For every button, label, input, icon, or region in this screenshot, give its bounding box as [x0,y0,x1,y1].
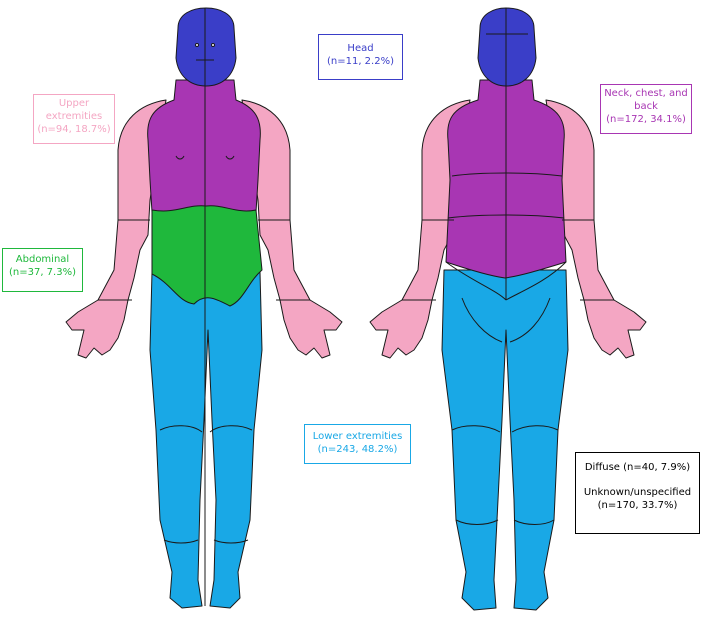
neck-chest-back-title-line2: back [634,101,658,112]
neck-chest-back-title-line1: Neck, chest, and [604,88,688,99]
other-categories-box: Diffuse (n=40, 7.9%) Unknown/unspecified… [575,452,700,534]
front-details [98,8,310,606]
unknown-stat: (n=170, 33.7%) [597,500,678,511]
upper-extremities-stat: (n=94, 18.7%) [37,124,111,135]
head-label-stat: (n=11, 2.2%) [326,56,394,67]
front-abdomen [151,205,263,307]
abdominal-label-box: Abdominal (n=37, 7.3%) [2,248,83,292]
front-head [175,7,237,87]
head-label-title: Head [347,43,374,54]
unknown-label: Unknown/unspecified [583,487,692,498]
upper-extremities-label-box: Upper extremities (n=94, 18.7%) [33,94,115,144]
head-label-box: Head (n=11, 2.2%) [318,34,403,80]
lower-extremities-stat: (n=243, 48.2%) [317,444,398,455]
back-figure [369,7,647,611]
front-left-arm [65,99,167,359]
upper-extremities-title-line2: extremities [45,111,103,122]
diffuse-label: Diffuse (n=40, 7.9%) [584,462,691,473]
back-details [402,8,614,525]
neck-chest-back-label-box: Neck, chest, and back (n=172, 34.1%) [600,84,692,134]
abdominal-title: Abdominal [15,254,70,265]
front-figure [65,7,343,609]
back-left-arm [369,99,471,359]
front-legs [149,271,263,609]
abdominal-stat: (n=37, 7.3%) [8,267,76,278]
back-right-arm [545,99,647,359]
lower-extremities-label-box: Lower extremities (n=243, 48.2%) [304,424,411,464]
back-legs [441,269,569,611]
upper-extremities-title-line1: Upper [58,98,90,109]
neck-chest-back-stat: (n=172, 34.1%) [606,114,686,125]
front-right-arm [241,99,343,359]
back-head [477,7,537,87]
lower-extremities-title: Lower extremities [312,431,403,442]
